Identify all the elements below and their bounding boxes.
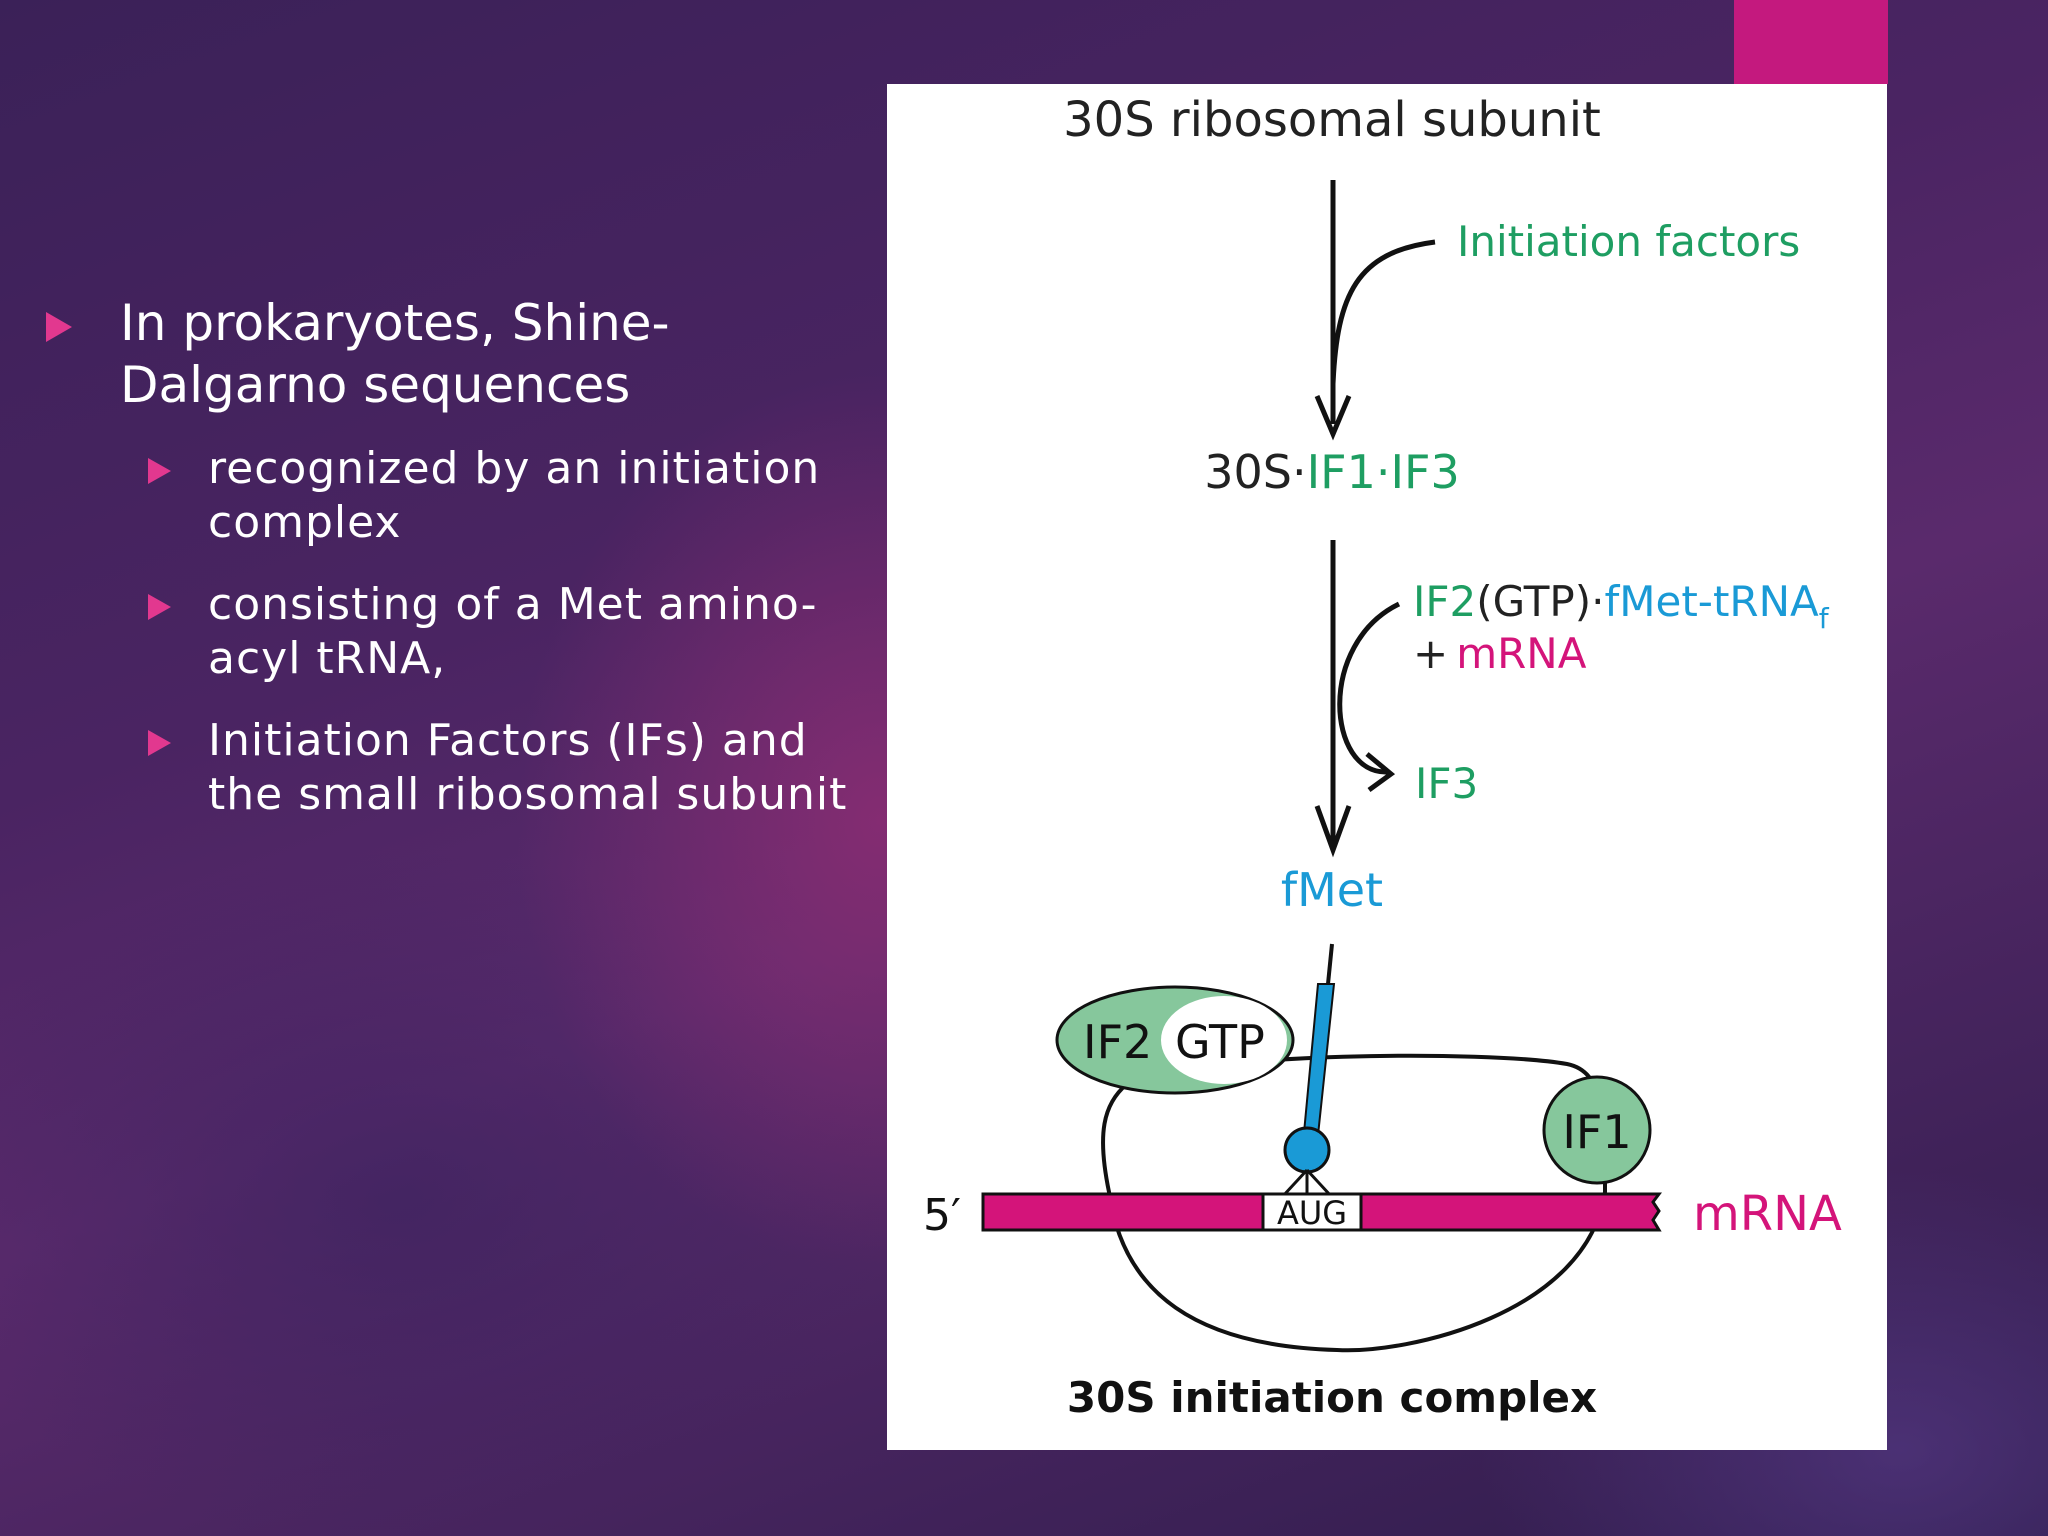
label-gtp-oval: GTP — [1175, 1015, 1265, 1069]
bullet-triangle-icon — [46, 312, 72, 342]
arrow-2 — [1314, 540, 1401, 858]
label-initiation-factors: Initiation factors — [1457, 217, 1800, 266]
label-mrna-added: mRNA — [1456, 629, 1587, 678]
label-if3-released: IF3 — [1415, 759, 1478, 808]
sub-bullet-line1: consisting of a Met amino- — [208, 579, 818, 630]
label-30s-ribosomal-subunit: 30S ribosomal subunit — [1063, 92, 1601, 148]
arrow-1 — [1314, 180, 1436, 441]
label-30s-if1-if3: 30S·IF1·IF3 — [1204, 445, 1460, 499]
label-if1-circle: IF1 — [1562, 1105, 1631, 1159]
caption-30s-initiation-complex: 30S initiation complex — [1067, 1373, 1597, 1422]
bullet-main-line1: In prokaryotes, Shine- — [120, 294, 670, 352]
sub-bullet-line1: recognized by an initiation — [208, 443, 821, 494]
dot: · — [1591, 577, 1604, 626]
label-subscript-f: f — [1819, 602, 1830, 635]
sub-bullet-consisting: consisting of a Met amino- acyl tRNA, — [44, 578, 864, 686]
sub-bullet-initiation-factors: Initiation Factors (IFs) and the small r… — [44, 714, 864, 822]
bullet-main: In prokaryotes, Shine- Dalgarno sequence… — [44, 292, 864, 416]
initiation-figure: 30S ribosomal subunit Initiation factors… — [887, 84, 1887, 1450]
bullet-main-line2: Dalgarno sequences — [120, 356, 631, 414]
if1-circle: IF1 — [1542, 1075, 1652, 1185]
label-fmet-trna: fMet-tRNA — [1604, 577, 1819, 626]
label-fmet: fMet — [1281, 863, 1383, 917]
dot: · — [1292, 445, 1307, 499]
sub-bullet-triangle-icon — [148, 458, 171, 484]
label-aug: AUG — [1277, 1194, 1347, 1232]
sub-bullet-line2: complex — [208, 497, 402, 548]
label-gtp: (GTP) — [1476, 577, 1591, 626]
label-mrna: mRNA — [1693, 1186, 1842, 1242]
label-plus: + — [1413, 629, 1448, 678]
label-if2-gtp-fmet-trna: IF2(GTP)·fMet-tRNAf — [1413, 577, 1830, 635]
sub-bullet-recognized: recognized by an initiation complex — [44, 442, 864, 550]
bullet-list: In prokaryotes, Shine- Dalgarno sequence… — [44, 292, 864, 850]
sub-bullet-line2: acyl tRNA, — [208, 633, 447, 684]
accent-bar — [1734, 0, 1888, 84]
label-if2-oval: IF2 — [1083, 1015, 1152, 1069]
aug-codon-box — [1261, 1192, 1363, 1232]
sub-bullet-line2: the small ribosomal subunit — [208, 769, 848, 820]
label-if3: IF3 — [1390, 445, 1459, 499]
label-plus-mrna: +mRNA — [1413, 629, 1587, 678]
label-5-prime: 5′ — [923, 1190, 961, 1241]
label-if2: IF2 — [1413, 577, 1476, 626]
if2-gtp-oval: IF2 GTP — [1055, 985, 1295, 1095]
sub-bullet-line1: Initiation Factors (IFs) and — [208, 715, 808, 766]
label-30s: 30S — [1204, 445, 1292, 499]
dot: · — [1376, 445, 1391, 499]
mrna-strand: AUG — [981, 1192, 1662, 1232]
trna-stick — [1281, 943, 1336, 1198]
sub-bullet-triangle-icon — [148, 594, 171, 620]
sub-bullet-triangle-icon — [148, 730, 171, 756]
label-if1: IF1 — [1307, 445, 1376, 499]
